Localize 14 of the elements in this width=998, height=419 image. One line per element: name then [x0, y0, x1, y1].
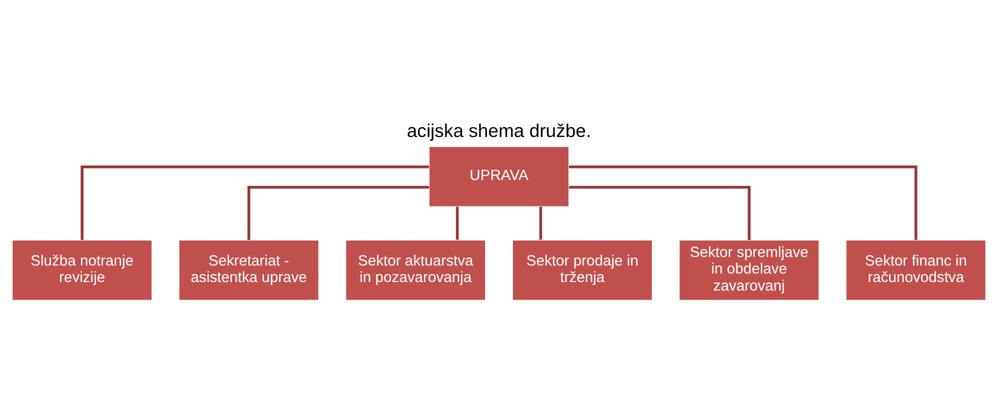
diagram-title: acijska shema družbe.	[406, 120, 592, 142]
node-box: Sektor financ in računovodstva	[846, 240, 986, 301]
connector	[80, 166, 429, 240]
node-box: Sekretariat - asistentka uprave	[178, 240, 320, 301]
connector	[247, 186, 429, 240]
connector	[539, 206, 542, 240]
connector	[456, 206, 459, 240]
node-box: Sektor spremljave in obdelave zavarovanj	[678, 240, 820, 301]
node-box: UPRAVA	[428, 146, 570, 208]
node-box: Služba notranje revizije	[12, 240, 152, 301]
node-box: Sektor aktuarstva in pozavarovanja	[345, 240, 486, 301]
node-box: Sektor prodaje in trženja	[512, 240, 653, 301]
connector	[569, 186, 751, 240]
connector	[569, 166, 918, 240]
